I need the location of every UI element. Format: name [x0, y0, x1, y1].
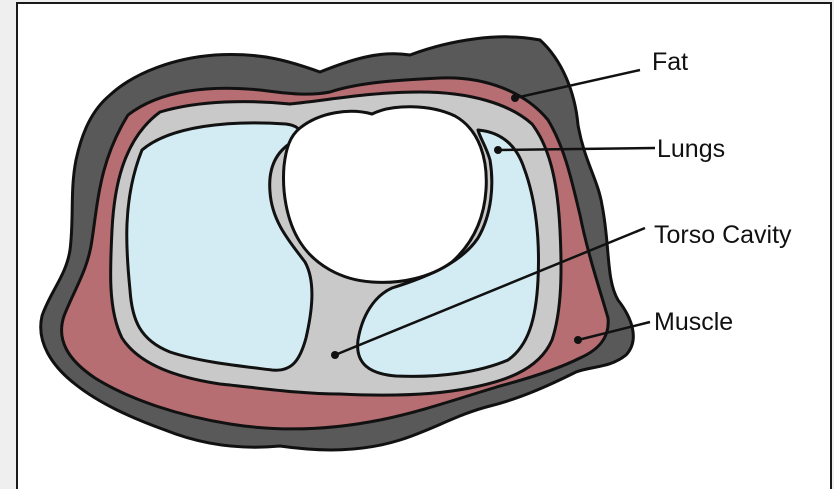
torso-cavity-label: Torso Cavity [654, 221, 792, 249]
muscle-leader-dot [574, 336, 582, 344]
muscle-label: Muscle [654, 308, 733, 336]
heart-space [284, 107, 487, 283]
torso-cavity-leader-dot [331, 351, 339, 359]
fat-leader-dot [511, 94, 519, 102]
fat-label: Fat [652, 48, 688, 76]
lungs-label: Lungs [657, 135, 725, 163]
lungs-leader-dot [494, 146, 502, 154]
